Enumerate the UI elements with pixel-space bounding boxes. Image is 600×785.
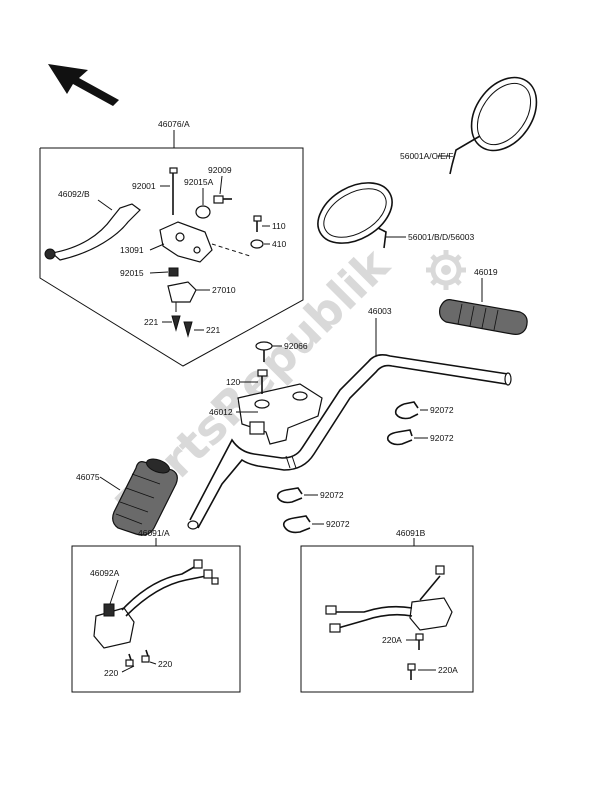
label-92072-1: 92072 [430, 405, 454, 415]
arrow-up-left-icon [48, 64, 119, 106]
watermark-gear-icon [426, 250, 466, 290]
label-46019: 46019 [474, 267, 498, 277]
label-221b: 221 [206, 325, 220, 335]
label-92015A: 92015A [184, 177, 214, 187]
label-120: 120 [226, 377, 240, 387]
clamp-92072-1 [394, 401, 419, 420]
clamp-92072-4 [282, 515, 311, 534]
screw-221-b [183, 321, 193, 338]
brake-lever [44, 203, 141, 261]
label-13091: 13091 [120, 245, 144, 255]
label-220A-b: 220A [438, 665, 458, 675]
label-46003: 46003 [368, 306, 392, 316]
lever-bracket [159, 221, 213, 263]
label-46091A: 46091/A [138, 528, 170, 538]
nut-410 [250, 239, 264, 249]
leader-92015 [149, 271, 169, 274]
screw-220-a [125, 653, 134, 667]
screw-221-a [171, 315, 181, 332]
leader-46092A [109, 579, 119, 605]
label-220b: 220 [158, 659, 172, 669]
bolt-120 [257, 369, 268, 394]
label-46076A: 46076/A [158, 119, 190, 129]
grip-right [439, 299, 528, 335]
clamp-92072-2 [386, 429, 413, 446]
label-56001ACEF: 56001A/C/E/F [400, 151, 453, 161]
leader-92009 [219, 175, 223, 195]
screw-220A-b [407, 663, 416, 680]
clamp-92072-3 [276, 487, 303, 504]
label-110: 110 [272, 221, 286, 231]
leader-220b [149, 661, 157, 665]
bush-92015A [195, 205, 211, 219]
switch-right [325, 565, 453, 633]
label-56001BD56003: 56001/B/D/56003 [408, 232, 474, 242]
label-27010: 27010 [212, 285, 236, 295]
label-220a: 220 [104, 668, 118, 678]
label-92009: 92009 [208, 165, 232, 175]
handlebar [187, 318, 512, 530]
label-92072-4: 92072 [326, 519, 350, 529]
label-221a: 221 [144, 317, 158, 327]
leader-220a [121, 665, 135, 673]
lever-assembly-frame [39, 147, 304, 367]
mirror-right [449, 76, 538, 175]
leader-46075 [99, 476, 121, 491]
label-220A-a: 220A [382, 635, 402, 645]
nut-92015 [168, 267, 179, 277]
axis-line [211, 243, 251, 257]
label-92072-2: 92072 [430, 433, 454, 443]
label-46092B: 46092/B [58, 189, 90, 199]
leader-13091 [149, 243, 165, 251]
label-92072-3: 92072 [320, 490, 344, 500]
leader-46092B [97, 199, 113, 211]
switch-left [93, 559, 219, 649]
label-46075: 46075 [76, 472, 100, 482]
switch-right-frame [300, 545, 474, 693]
screw-220-b [141, 649, 150, 663]
bolt-92009 [213, 195, 232, 204]
screw-110 [253, 215, 262, 232]
label-92066: 92066 [284, 341, 308, 351]
mirror-left [317, 182, 393, 249]
label-92001: 92001 [132, 181, 156, 191]
screw-220A-a [415, 633, 424, 650]
label-46091B: 46091B [396, 528, 426, 538]
label-410: 410 [272, 239, 286, 249]
handlebar-holder [237, 383, 323, 445]
switch-27010 [167, 281, 197, 312]
grip-left [112, 458, 178, 536]
label-92015: 92015 [120, 268, 144, 278]
bolt-92001 [169, 167, 178, 215]
label-46012: 46012 [209, 407, 233, 417]
label-46092A: 46092A [90, 568, 120, 578]
